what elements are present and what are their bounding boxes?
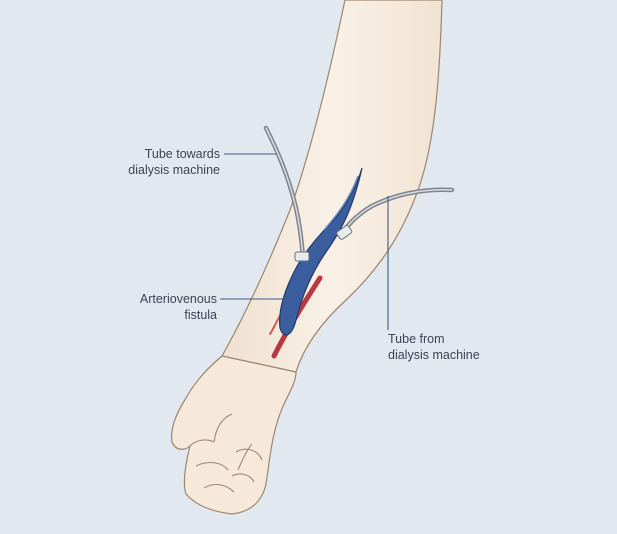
vein — [279, 167, 363, 336]
label-fistula-line1: Arteriovenous — [139, 292, 217, 306]
finger-details — [189, 413, 263, 493]
label-tube-towards-dialysis-machine: Tube towards dialysis machine — [128, 146, 220, 178]
label-fistula-line2: fistula — [184, 308, 217, 322]
hand — [171, 355, 297, 515]
forearm — [221, 0, 443, 373]
label-tube-towards-line1: Tube towards — [144, 147, 220, 161]
tube-clip-left — [294, 251, 310, 262]
label-tube-from-line1: Tube from — [388, 332, 445, 346]
label-arteriovenous-fistula: Arteriovenous fistula — [140, 291, 217, 323]
leader-lines — [220, 153, 389, 330]
label-tube-from-dialysis-machine: Tube from dialysis machine — [388, 331, 480, 363]
label-tube-towards-line2: dialysis machine — [128, 163, 220, 177]
label-tube-from-line2: dialysis machine — [388, 348, 480, 362]
tube-clip-right — [336, 224, 353, 240]
